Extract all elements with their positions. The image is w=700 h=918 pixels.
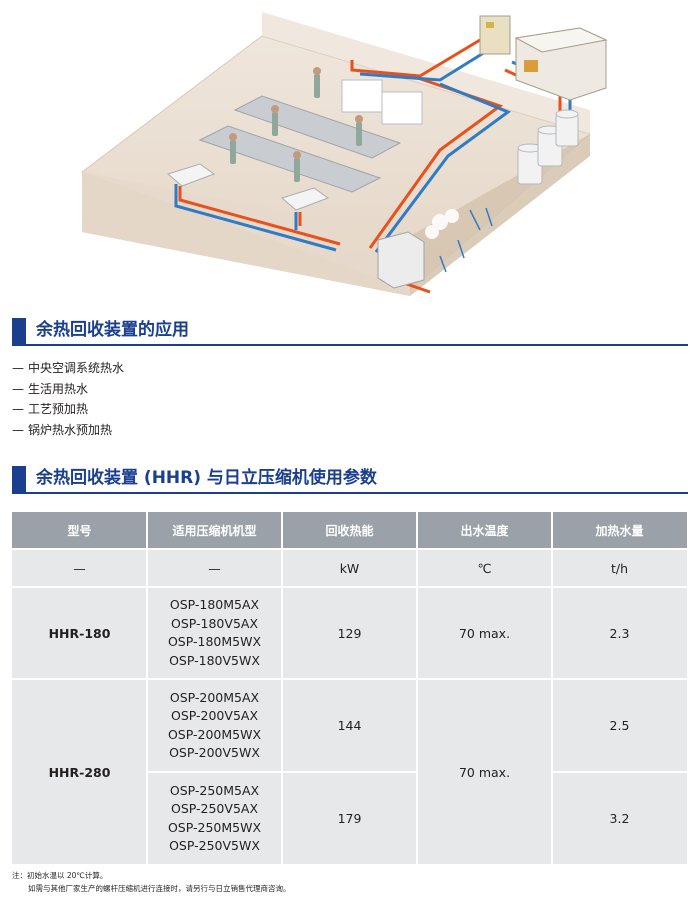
section-title: 余热回收装置 (HHR) 与日立压缩机使用参数: [36, 468, 377, 488]
conveyor-2: [198, 125, 382, 193]
unit-cell: kW: [282, 550, 417, 586]
unit-cell: t/h: [552, 550, 687, 586]
compressor-unit: [514, 27, 608, 101]
factory-heat-recovery-illustration: [80, 12, 608, 296]
temp-cell: 70 max.: [417, 680, 552, 864]
section-title: 余热回收装置的应用: [36, 320, 189, 340]
unit-cell: ℃: [417, 550, 552, 586]
water-cell: 2.5: [552, 680, 687, 771]
heat-cell: 144: [282, 680, 417, 771]
table-header: 适用压缩机机型: [147, 512, 282, 548]
pipes: [174, 38, 572, 294]
footnotes: 注：初始水温以 20℃计算。 如需与其他厂家生产的螺杆压缩机进行连接时，请另行与…: [12, 869, 291, 895]
control-cabinet: [479, 15, 511, 55]
storage-tanks: [517, 109, 579, 185]
water-cell: 3.2: [552, 773, 687, 864]
front-wall: [82, 172, 410, 296]
list-item: —锅炉热水预加热: [12, 422, 113, 437]
model-cell: HHR-280: [12, 680, 147, 864]
table-header: 加热水量: [552, 512, 687, 548]
applications-list: —中央空调系统热水 —生活用热水 —工艺预加热 —锅炉热水预加热: [12, 358, 124, 440]
list-item: —工艺预加热: [12, 402, 89, 416]
footnote: 注：初始水温以 20℃计算。: [12, 871, 108, 880]
workers: [229, 67, 363, 182]
steam-puffs: [425, 209, 459, 239]
table-header: 型号: [12, 512, 147, 548]
unit-cell: —: [147, 550, 282, 586]
table-header: 出水温度: [417, 512, 552, 548]
unit-cell: —: [12, 550, 147, 586]
radiators: [341, 79, 423, 125]
water-cell: 2.3: [552, 588, 687, 678]
spec-table: 型号 适用压缩机机型 回收热能 出水温度 加热水量 — — kW ℃ t/h H…: [12, 512, 687, 864]
heat-cell: 179: [282, 773, 417, 864]
section-header-applications: 余热回收装置的应用: [12, 318, 688, 346]
table-header: 回收热能: [282, 512, 417, 548]
fan-coil-units: [166, 163, 330, 211]
heat-recovery-unit: [377, 231, 425, 289]
section-header-specs: 余热回收装置 (HHR) 与日立压缩机使用参数: [12, 466, 688, 494]
section-marker: [12, 318, 26, 344]
shower-heads: [439, 207, 493, 273]
list-item: —生活用热水: [12, 381, 89, 396]
footnote: 如需与其他厂家生产的螺杆压缩机进行连接时，请另行与日立销售代理商咨询。: [28, 884, 291, 893]
right-wall: [410, 134, 590, 296]
list-item: —中央空调系统热水: [12, 361, 125, 375]
temp-cell: 70 max.: [417, 588, 552, 678]
section-marker: [12, 466, 26, 492]
model-cell: HHR-180: [12, 588, 147, 678]
heat-cell: 129: [282, 588, 417, 678]
